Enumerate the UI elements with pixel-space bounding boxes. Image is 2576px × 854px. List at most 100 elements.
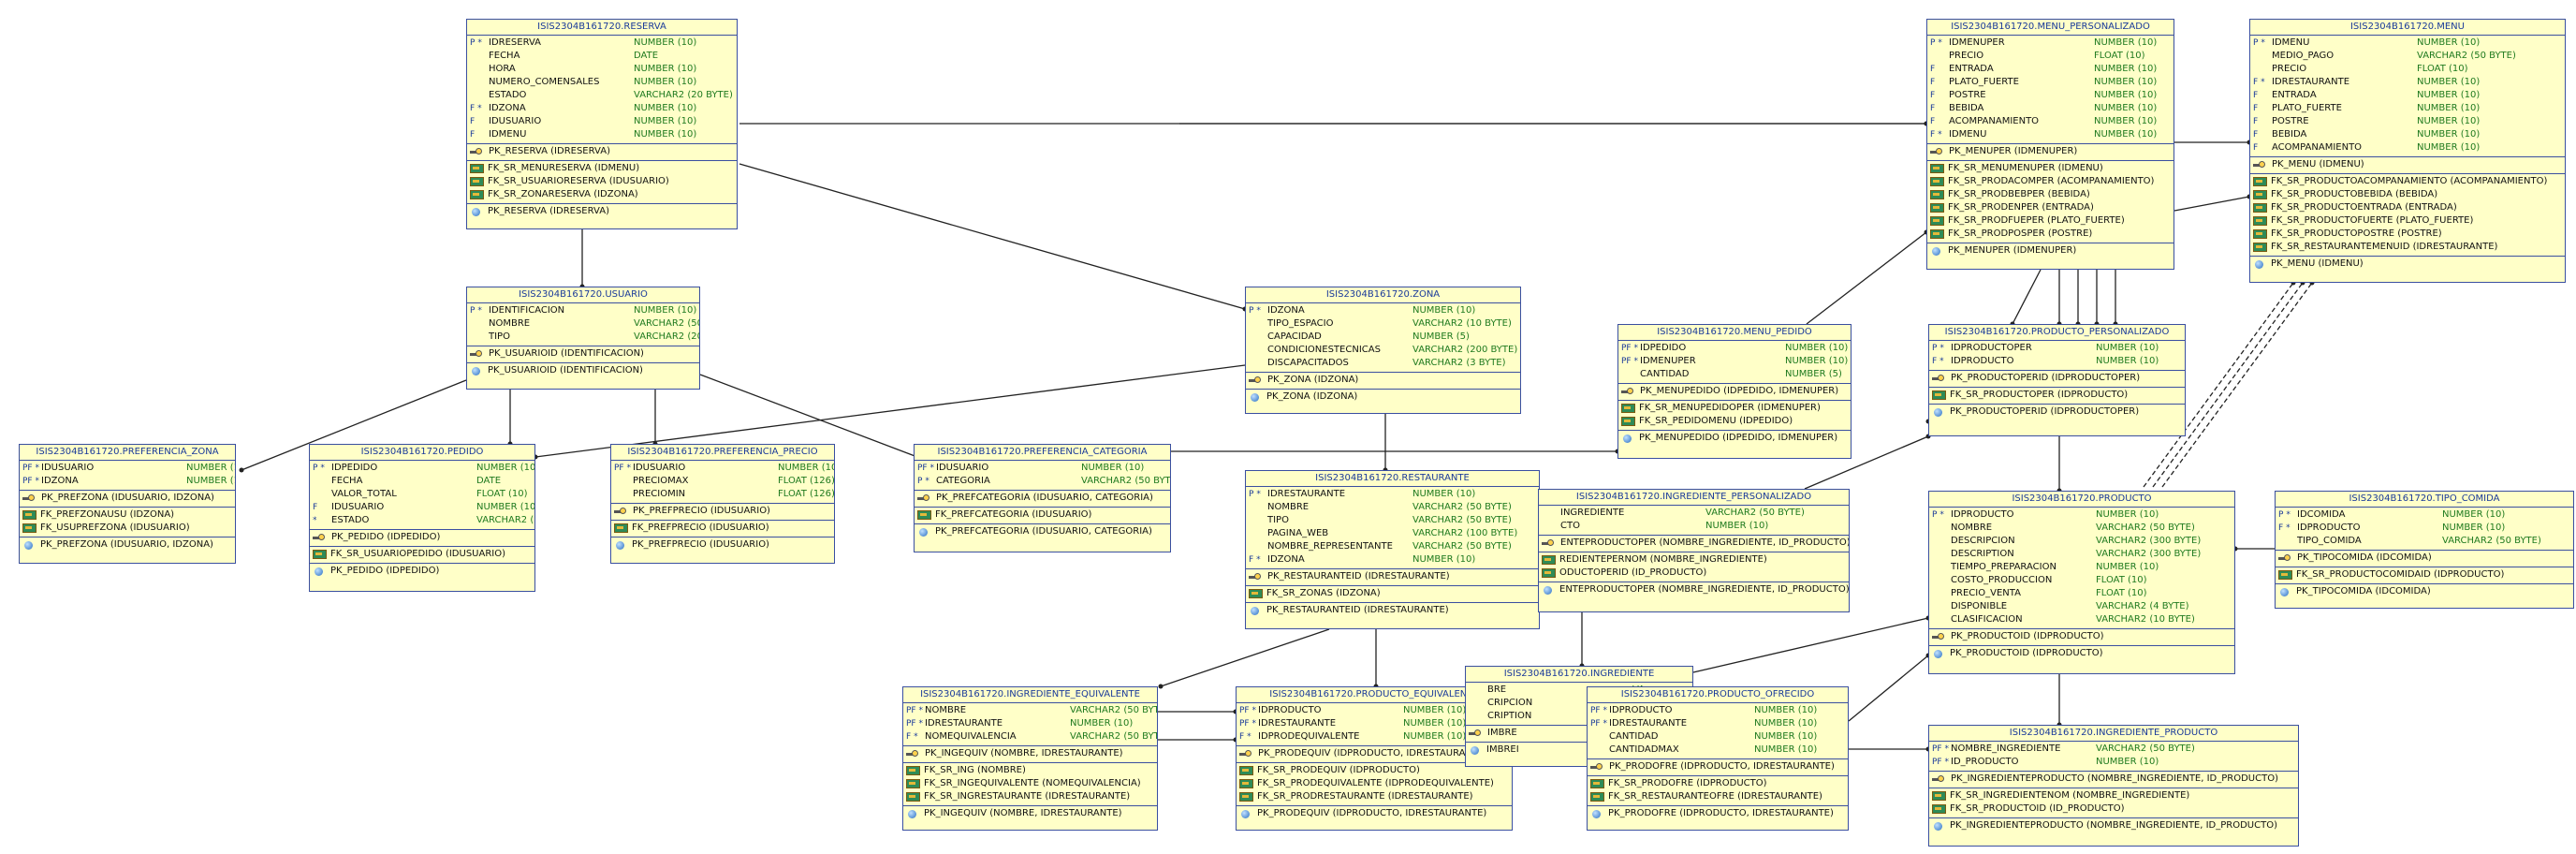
index-row: PK_RESERVA (IDRESERVA)	[467, 205, 737, 218]
column-name: TIPO_ESPACIO	[1267, 318, 1334, 329]
index-row-text: PK_PRODUCTOID (IDPRODUCTO)	[1950, 648, 2103, 658]
key-icon	[1932, 775, 1947, 782]
key-flag: PF	[917, 464, 928, 473]
column-type: NUMBER (10)	[634, 103, 697, 113]
column-key-marker	[1539, 520, 1560, 533]
fk-icon	[1239, 766, 1253, 775]
foreign-key-row: FK_SR_PRODUCTOBEBIDA (BEBIDA)	[2250, 188, 2565, 201]
key-flag: F	[2253, 104, 2259, 113]
key-flag: F	[313, 503, 318, 512]
column-key-marker	[1927, 50, 1949, 63]
foreign-key-row-text: FK_SR_PRODOFRE (IDPRODUCTO)	[1608, 778, 1767, 788]
foreign-key-row: FK_USUPREFZONA (IDUSUARIO)	[20, 522, 235, 535]
column-key-marker: F *	[1237, 730, 1258, 744]
primary-key-row-text: PK_PRODOFRE (IDPRODUCTO, IDRESTAURANTE)	[1609, 761, 1835, 772]
key-flag: P	[2278, 510, 2284, 520]
column-type: NUMBER (10)	[634, 37, 697, 48]
foreign-key-row: FK_SR_PRODUCTOID (ID_PRODUCTO)	[1929, 802, 2298, 816]
column-key-marker: P *	[310, 462, 331, 475]
column-type: NUMBER (10)	[1705, 521, 1769, 531]
key-flag: F	[1930, 78, 1936, 87]
fk-icon	[1621, 404, 1635, 413]
foreign-key-row-text: FK_SR_PRODEQUIVALENTE (IDPRODEQUIVALENTE…	[1257, 778, 1494, 788]
column-type: VARCHAR2 (50 BYTE)	[634, 318, 699, 329]
index-icon	[1251, 606, 1259, 615]
column-name: IDUSUARIO	[489, 116, 542, 126]
index-icon	[919, 527, 928, 537]
keys-section: PK_PRODEQUIV (IDPRODUCTO, IDRESTAURANTE)	[1237, 746, 1512, 763]
column-key-marker	[1929, 561, 1951, 574]
foreign-key-row-text: FK_SR_PRODUCTOFUERTE (PLATO_FUERTE)	[2271, 215, 2474, 226]
key-flag: F	[2253, 130, 2259, 140]
column-type: NUMBER (10)	[2417, 90, 2481, 100]
column-type: VARCHAR2 (50 BYTE)	[1705, 508, 1805, 518]
table-title: ISIS2304B161720.PREFERENCIA_ZONA	[20, 445, 235, 461]
primary-key-row-text: IMBRE	[1487, 728, 1517, 738]
key-flag: F	[470, 117, 476, 126]
column-type: DATE	[476, 476, 502, 486]
column-type: NUMBER (10)	[2096, 757, 2159, 767]
column-key-marker: PF *	[903, 717, 925, 730]
indexes-section: PK_INGREDIENTEPRODUCTO (NOMBRE_INGREDIEN…	[1929, 818, 2298, 834]
column-type: NUMBER (10)	[1403, 705, 1467, 715]
index-row: PK_INGEQUIV (NOMBRE, IDRESTAURANTE)	[903, 807, 1157, 820]
primary-key-row-text: PK_PREFPRECIO (IDUSUARIO)	[633, 506, 770, 516]
foreign-key-row-text: FK_SR_MENURESERVA (IDMENU)	[488, 163, 640, 173]
column-name: NUMERO_COMENSALES	[489, 77, 600, 87]
column-key-marker	[1246, 344, 1267, 357]
foreign-key-row: FK_SR_PRODUCTOFUERTE (PLATO_FUERTE)	[2250, 214, 2565, 228]
index-row: PK_TIPOCOMIDA (IDCOMIDA)	[2276, 585, 2573, 598]
fk-icon	[2253, 203, 2267, 213]
table-ingrediente-personalizado[interactable]: ISIS2304B161720.INGREDIENTE_PERSONALIZAD…	[1538, 489, 1850, 612]
column-type: NUMBER (10)	[2096, 343, 2159, 353]
column-name: IDPEDIDO	[331, 463, 378, 473]
foreign-key-row-text: FK_SR_PRODPOSPER (POSTRE)	[1948, 228, 2093, 239]
index-row: ENTEPRODUCTOPER (NOMBRE_INGREDIENTE, ID_…	[1539, 583, 1849, 596]
foreign-key-row: FK_SR_PRODUCTOPER (IDPRODUCTO)	[1929, 389, 2185, 402]
column-name: BRE	[1487, 685, 1507, 695]
index-icon	[1932, 246, 1940, 256]
primary-key-row-text: ENTEPRODUCTOPER (NOMBRE_INGREDIENTE, ID_…	[1560, 537, 1850, 548]
column-name: IDZONA	[1267, 305, 1305, 316]
fk-icon	[906, 779, 920, 788]
primary-key-row: PK_RESERVA (IDRESERVA)	[467, 145, 737, 158]
index-row-text: PK_USUARIOID (IDENTIFICACION)	[488, 365, 643, 375]
foreign-key-row-text: FK_SR_ZONAS (IDZONA)	[1266, 588, 1381, 598]
column-type: NUMBER (10)	[1785, 356, 1849, 366]
key-icon	[1249, 376, 1264, 383]
column-name: IDRESTAURANTE	[1609, 718, 1688, 729]
key-icon	[2253, 161, 2268, 168]
column-key-marker: PF *	[1618, 342, 1640, 355]
column-key-marker: P *	[915, 475, 936, 488]
